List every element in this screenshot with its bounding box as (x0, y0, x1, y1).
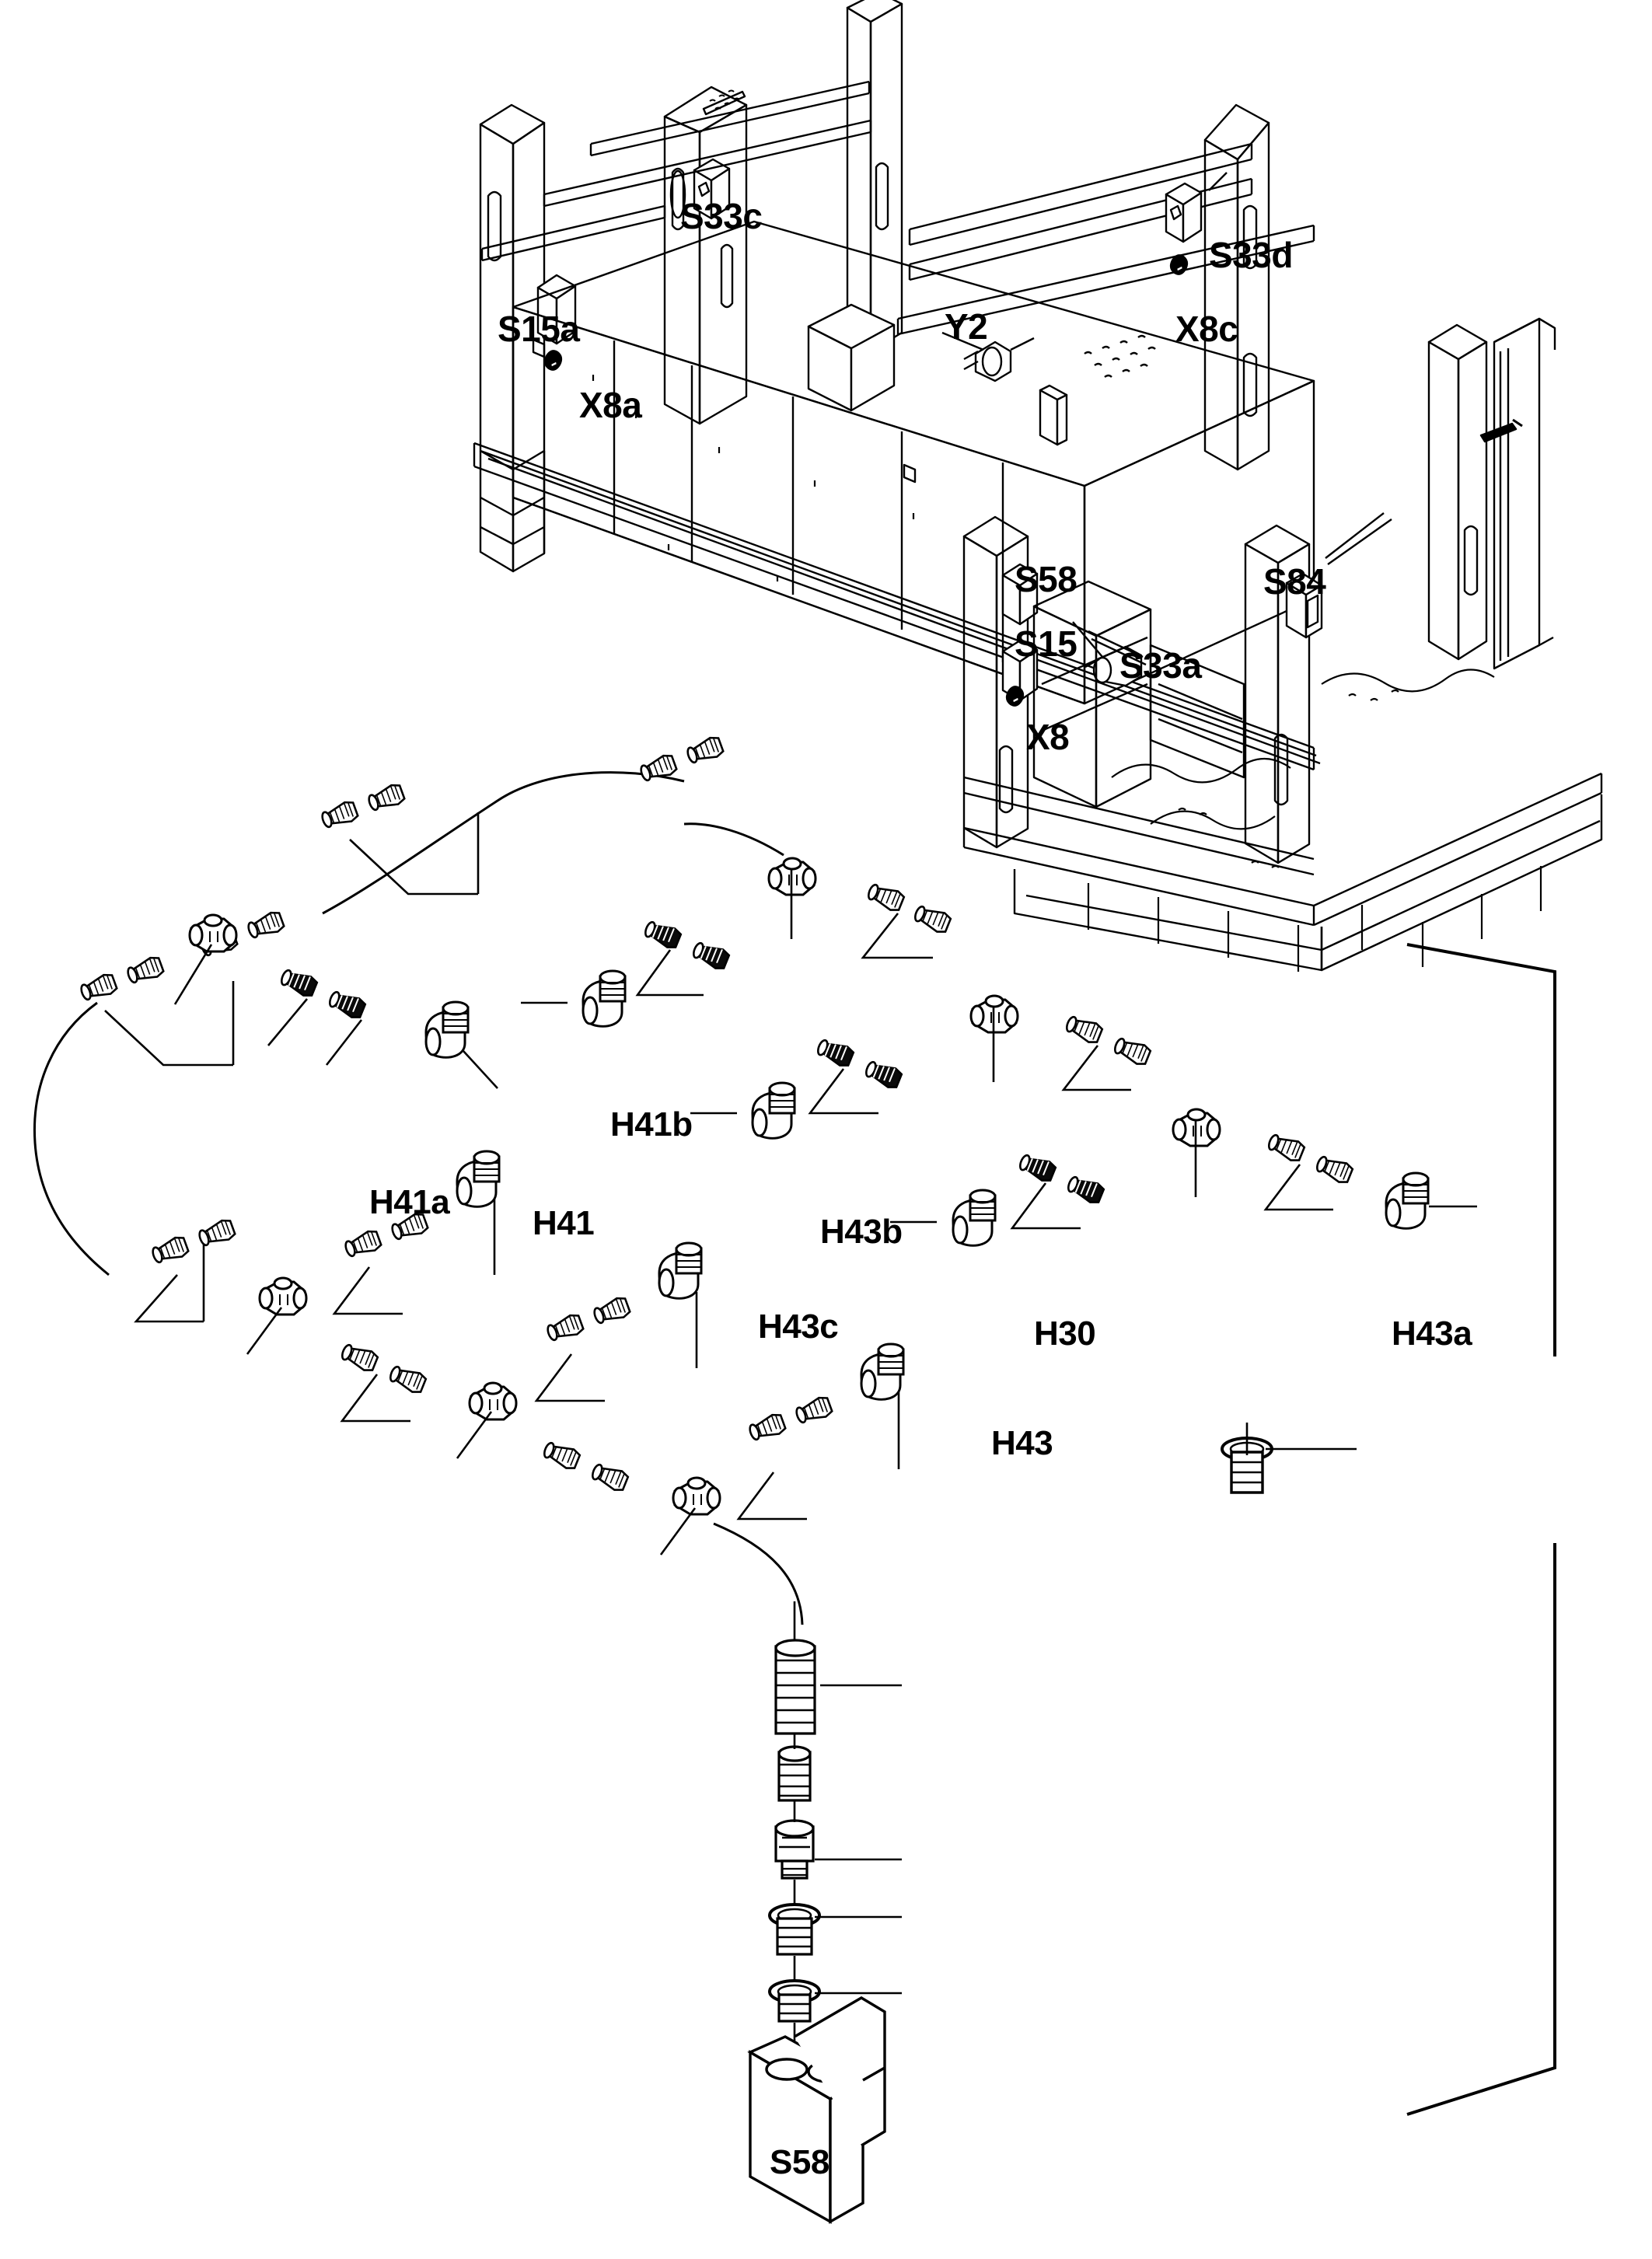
callout-h43c: H43c (758, 1308, 839, 1346)
callout-x8a: X8a (579, 385, 642, 425)
callout-s33c: S33c (680, 196, 763, 236)
callout-h43b: H43b (820, 1213, 903, 1251)
callout-s15: S15 (1015, 623, 1077, 664)
callout-x8: X8 (1026, 717, 1070, 757)
callout-h43: H43 (991, 1424, 1053, 1462)
machine-frame-assembly (473, 0, 1603, 972)
callout-s84: S84 (1263, 561, 1326, 602)
callout-h30: H30 (1034, 1315, 1096, 1353)
callout-s58-frame: S58 (1015, 559, 1077, 599)
callout-h41b: H41b (610, 1105, 693, 1143)
hose-assembly-group (33, 734, 1477, 2224)
callout-s33d: S33d (1209, 235, 1293, 275)
callout-h43a: H43a (1392, 1315, 1472, 1353)
callout-s58-switch: S58 (770, 2143, 829, 2181)
callout-h41: H41 (533, 1204, 595, 1242)
callout-y2: Y2 (945, 306, 988, 347)
callout-x8c: X8c (1175, 309, 1238, 349)
callout-s15a: S15a (498, 309, 580, 349)
callout-s33a: S33a (1119, 645, 1202, 686)
sheet-border-bracket (1406, 943, 1556, 2116)
callout-h41a: H41a (369, 1183, 450, 1221)
